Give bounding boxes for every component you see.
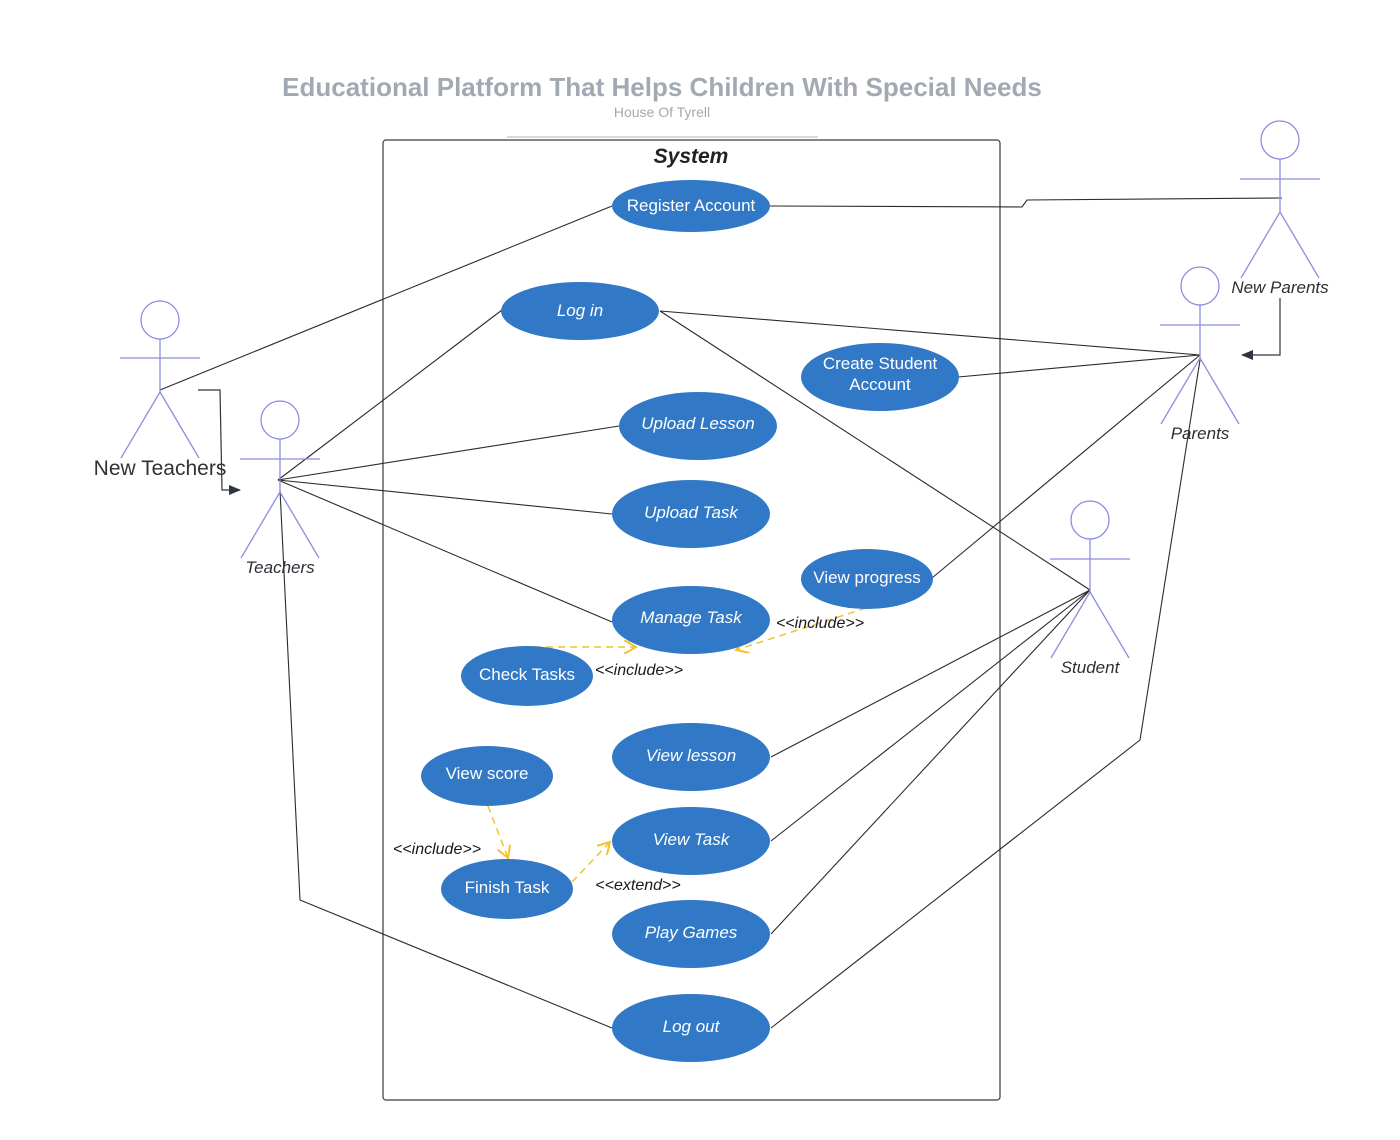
usecase-view-task[interactable]: View Task (612, 807, 770, 875)
assoc-teachers-login (277, 309, 503, 481)
usecase-label: Finish Task (465, 878, 550, 897)
usecase-label: Log in (557, 301, 603, 320)
diagram-subtitle: House Of Tyrell (613, 104, 711, 120)
diagram-title: Educational Platform That Helps Children… (282, 72, 1042, 102)
usecase-upload-lesson[interactable]: Upload Lesson (619, 392, 777, 460)
usecase-label: Log out (663, 1017, 721, 1036)
assoc-teachers-managetask (277, 479, 613, 623)
dep-finishtask-viewtask (571, 842, 610, 883)
actor-new-teachers[interactable] (120, 300, 200, 459)
usecase-register-account[interactable]: Register Account (612, 180, 770, 232)
usecase-play-games[interactable]: Play Games (612, 900, 770, 968)
assoc-login-student (659, 310, 1091, 591)
assoc-student-viewtask (770, 589, 1091, 842)
actor-teachers[interactable] (240, 400, 320, 559)
usecase-label: Register Account (627, 196, 756, 215)
include-label-check: <<include>> (595, 662, 683, 679)
assoc-viewprogress-parents (931, 354, 1201, 579)
actor-new-parents[interactable] (1240, 120, 1320, 279)
assoc-login-parents (659, 310, 1201, 356)
usecase-upload-task[interactable]: Upload Task (612, 480, 770, 548)
usecase-view-progress[interactable]: View progress (801, 549, 933, 609)
arrow-newteachers-teachers (198, 389, 241, 495)
actor-label-new-teachers: New Teachers (94, 457, 227, 480)
title-divider (507, 136, 818, 138)
assoc-register-newparents (769, 197, 1283, 208)
usecase-label: View Task (653, 830, 731, 849)
arrow-newparents-parents (1241, 298, 1281, 360)
usecase-create-student-account[interactable]: Create Student Account (801, 343, 959, 411)
usecase-label: Manage Task (640, 608, 743, 627)
associations (159, 197, 1283, 1029)
assoc-student-playgames (770, 589, 1091, 935)
dep-viewscore-finishtask (487, 805, 508, 858)
assoc-createstudent-parents (957, 354, 1201, 378)
assoc-teachers-uploadlesson (277, 425, 620, 481)
usecase-label: Upload Lesson (641, 414, 754, 433)
assoc-teachers-logout (279, 489, 613, 1029)
usecase-label-line1: Create Student (823, 354, 938, 373)
actor-student[interactable] (1050, 500, 1130, 659)
system-label: System (654, 145, 729, 168)
assoc-newteachers-register (159, 205, 613, 391)
extend-label-task: <<extend>> (595, 877, 680, 894)
usecase-finish-task[interactable]: Finish Task (441, 859, 573, 919)
actor-label-new-parents: New Parents (1231, 278, 1329, 297)
usecase-view-lesson[interactable]: View lesson (612, 723, 770, 791)
system-boundary (382, 139, 1001, 1101)
usecase-log-out[interactable]: Log out (612, 994, 770, 1062)
actor-parents[interactable] (1160, 266, 1240, 425)
usecase-manage-task[interactable]: Manage Task (612, 586, 770, 654)
usecase-label: Play Games (645, 923, 738, 942)
usecase-label: View lesson (646, 746, 736, 765)
usecase-label: Upload Task (644, 503, 739, 522)
usecase-check-tasks[interactable]: Check Tasks (461, 646, 593, 706)
usecase-view-score[interactable]: View score (421, 746, 553, 806)
actor-label-parents: Parents (1171, 424, 1230, 443)
usecase-label: View progress (813, 568, 920, 587)
usecase-log-in[interactable]: Log in (501, 282, 659, 340)
actor-label-student: Student (1061, 658, 1121, 677)
assoc-parents-logout (770, 359, 1201, 1029)
include-label-score: <<include>> (393, 841, 481, 858)
usecase-label-line2: Account (849, 375, 911, 394)
usecase-label: View score (446, 764, 529, 783)
assoc-student-viewlesson (770, 589, 1091, 758)
usecase-label: Check Tasks (479, 665, 575, 684)
assoc-teachers-uploadtask (277, 479, 613, 515)
actor-label-teachers: Teachers (245, 558, 315, 577)
include-label-progress: <<include>> (776, 615, 864, 632)
dep-viewprogress-managetask (736, 607, 867, 650)
